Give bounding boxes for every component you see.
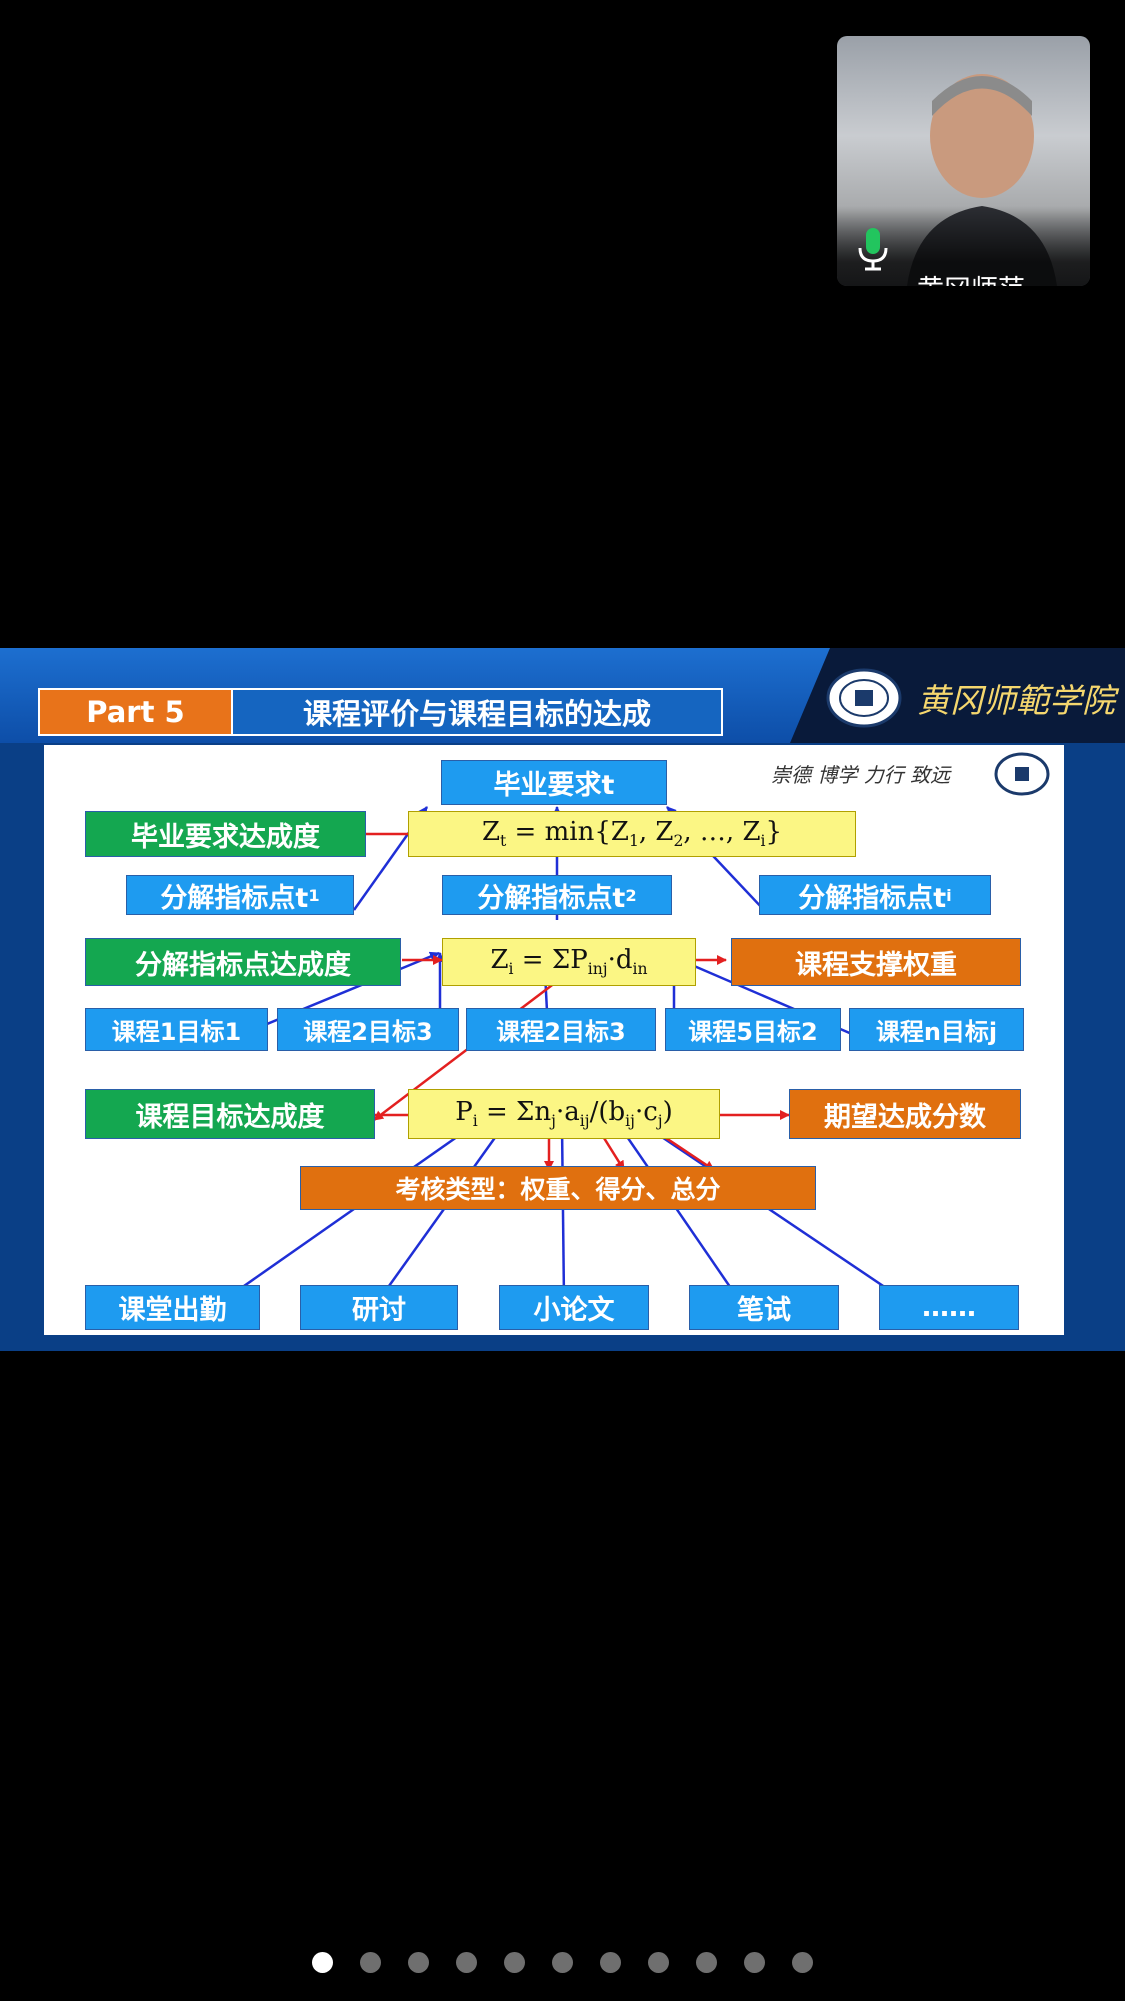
page-dot[interactable] — [600, 1951, 621, 1973]
node-decomposition-achievement: 分解指标点达成度 — [85, 938, 401, 986]
page-dot[interactable] — [360, 1951, 381, 1973]
node-assessment-written-exam: 笔试 — [689, 1285, 839, 1330]
slide-content: 崇德 博学 力行 致远 — [44, 745, 1064, 1335]
node-course-objective-2: 课程2目标3 — [277, 1008, 459, 1051]
page-indicator — [0, 1950, 1125, 1974]
page-dot[interactable] — [408, 1951, 429, 1973]
slide-title: 课程评价与课程目标的达成 — [233, 688, 723, 736]
node-assessment-attendance: 课堂出勤 — [85, 1285, 260, 1330]
node-course-objective-3: 课程2目标3 — [466, 1008, 656, 1051]
node-graduation-requirement: 毕业要求t — [441, 760, 667, 805]
node-course-support-weight: 课程支撑权重 — [731, 938, 1021, 986]
school-seal-small-icon — [994, 752, 1050, 796]
page-dot[interactable] — [696, 1951, 717, 1973]
node-formula-pi: Pi = Σnj·aij/(bij·cj) — [408, 1089, 720, 1139]
node-assessment-type: 考核类型：权重、得分、总分 — [300, 1166, 816, 1210]
page-dot[interactable] — [792, 1951, 813, 1973]
page-dot[interactable] — [744, 1951, 765, 1973]
school-seal-icon — [826, 668, 902, 728]
page-dot[interactable] — [456, 1951, 477, 1973]
page-dot[interactable] — [312, 1951, 333, 1973]
node-assessment-seminar: 研讨 — [300, 1285, 458, 1330]
shared-slide: Part 5 课程评价与课程目标的达成 黄冈师範学院 崇德 博学 力行 致远 — [0, 648, 1125, 1351]
node-course-objective-1: 课程1目标1 — [85, 1008, 268, 1051]
participant-name: 黄冈师范… — [917, 268, 1052, 286]
node-assessment-more: …… — [879, 1285, 1019, 1330]
node-assessment-essay: 小论文 — [499, 1285, 649, 1330]
node-graduation-achievement: 毕业要求达成度 — [85, 811, 366, 857]
microphone-icon[interactable] — [853, 226, 893, 272]
node-course-objective-achievement: 课程目标达成度 — [85, 1089, 375, 1139]
node-expected-score: 期望达成分数 — [789, 1089, 1021, 1139]
page-dot[interactable] — [504, 1951, 525, 1973]
node-formula-zi: Zi = ΣPinj·din — [442, 938, 696, 986]
node-course-objective-5: 课程n目标j — [849, 1008, 1024, 1051]
page-dot[interactable] — [648, 1951, 669, 1973]
node-formula-zt: Zt = min{Z1, Z2, …, Zi} — [408, 811, 856, 857]
school-name: 黄冈师範学院 — [917, 681, 1115, 720]
page-dot[interactable] — [552, 1951, 573, 1973]
participant-video-tile[interactable]: 黄冈师范… — [837, 36, 1090, 286]
part-label: Part 5 — [38, 688, 233, 736]
node-course-objective-4: 课程5目标2 — [665, 1008, 841, 1051]
school-motto: 崇德 博学 力行 致远 — [771, 763, 951, 787]
